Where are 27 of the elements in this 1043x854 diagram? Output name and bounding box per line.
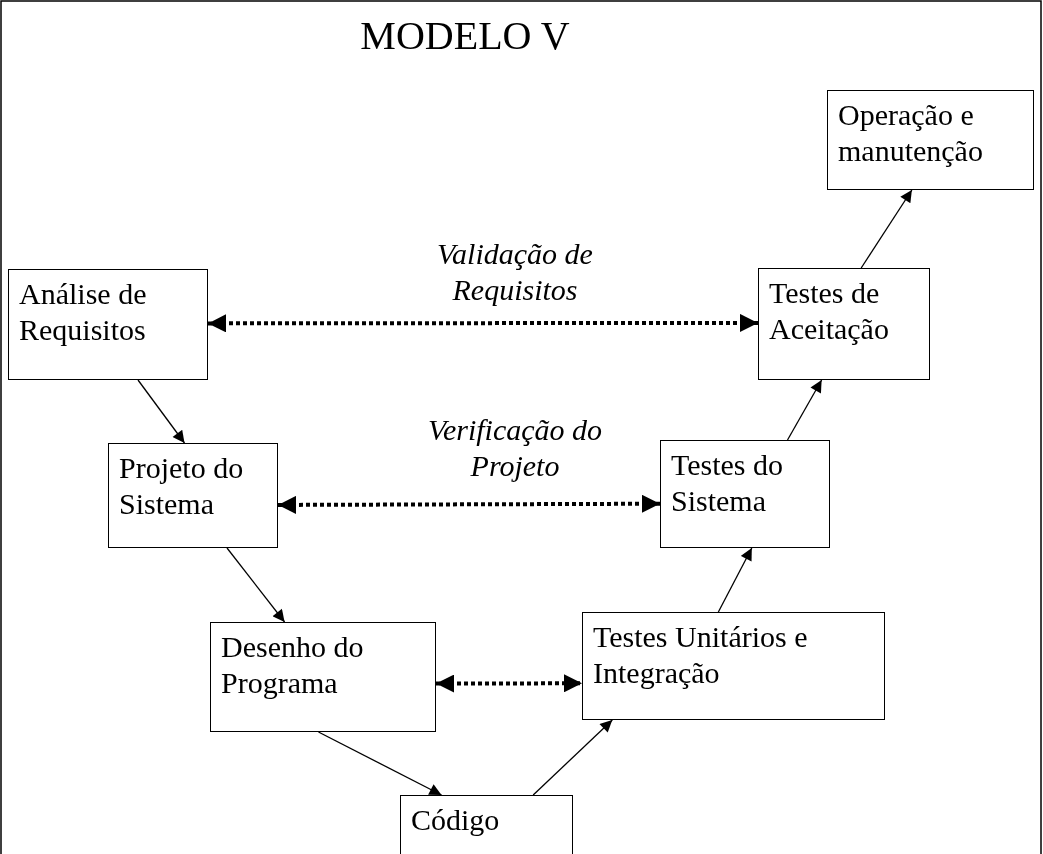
dotted-double-arrow bbox=[208, 313, 758, 333]
process-box bbox=[582, 612, 885, 720]
box-label: Operação e manutenção bbox=[838, 97, 984, 169]
process-box bbox=[660, 440, 830, 548]
arrow bbox=[860, 189, 913, 269]
diagram-title: MODELO V bbox=[359, 12, 571, 59]
process-box bbox=[827, 90, 1034, 190]
arrow bbox=[226, 547, 286, 623]
box-label: Projeto do Sistema bbox=[119, 450, 245, 522]
box-label: Desenho do Programa bbox=[221, 629, 365, 701]
arrow bbox=[532, 719, 613, 796]
arrow bbox=[717, 547, 753, 613]
dotted-double-arrow bbox=[278, 494, 660, 514]
process-box bbox=[108, 443, 278, 548]
box-label: Testes do Sistema bbox=[671, 447, 785, 519]
box-label: Testes de Aceitação bbox=[769, 275, 890, 347]
process-box bbox=[8, 269, 208, 380]
arrow bbox=[137, 379, 186, 444]
process-box bbox=[400, 795, 573, 854]
arrow bbox=[786, 379, 823, 441]
arrow bbox=[317, 731, 443, 796]
box-label: Código bbox=[411, 802, 501, 838]
box-label: Testes Unitários e Integração bbox=[593, 619, 809, 691]
process-box bbox=[210, 622, 436, 732]
dotted-double-arrow bbox=[436, 674, 582, 693]
process-box bbox=[758, 268, 930, 380]
box-label: Análise de Requisitos bbox=[19, 276, 148, 348]
